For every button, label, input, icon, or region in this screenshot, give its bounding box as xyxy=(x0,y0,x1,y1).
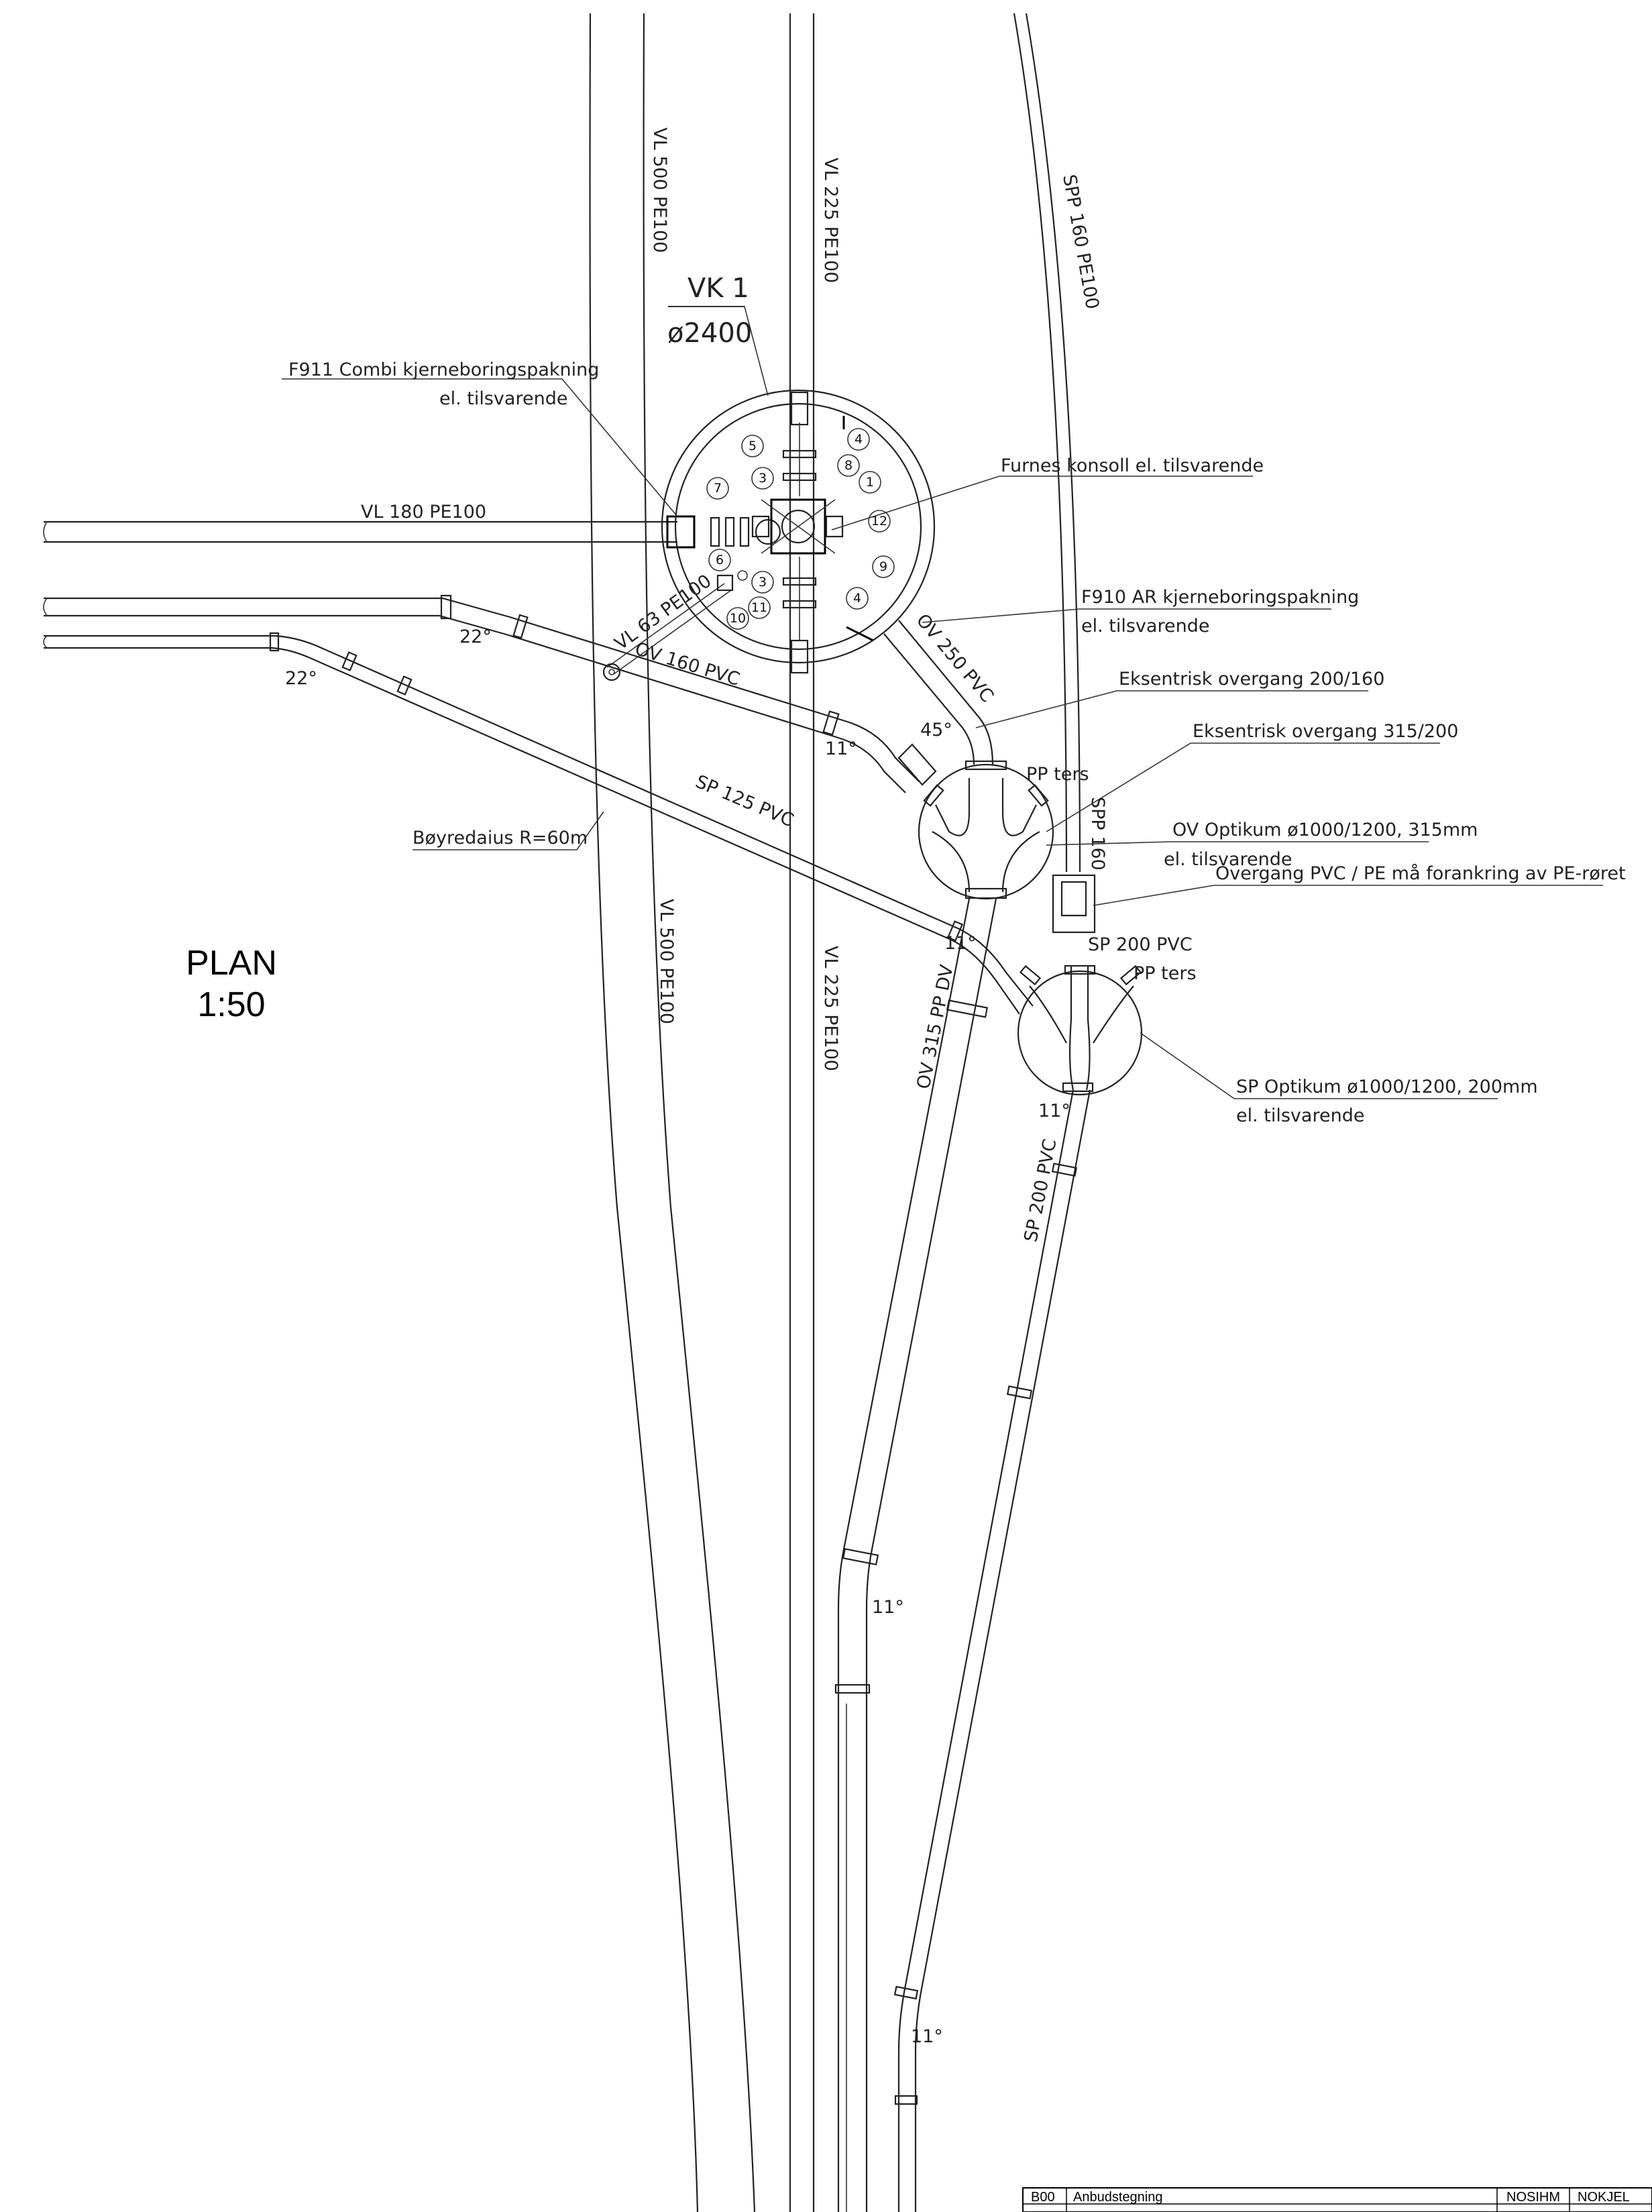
svg-text:7: 7 xyxy=(714,481,722,496)
label-sp125: SP 125 PVC xyxy=(692,771,796,831)
angle-labels: 22° 22° 11° 45° 11° 11° 11° 11° xyxy=(285,626,1070,2047)
angle-11-ov315: 11° xyxy=(872,1597,904,1618)
pipe-vl63 xyxy=(602,570,748,681)
manhole-vk1 xyxy=(661,389,936,674)
bubble-7: 7 xyxy=(706,477,729,500)
tb-revision: B00 xyxy=(1031,2190,1055,2205)
f911-label: F911 Combi kjerneboringspakning xyxy=(288,360,599,380)
label-ov250: OV 250 PVC xyxy=(912,610,998,707)
manhole-diameter: ø2400 xyxy=(667,318,752,349)
sp-optikum-manhole xyxy=(1017,964,1143,1096)
pipe-ov250 xyxy=(883,620,994,765)
ov-optikum-label: OV Optikum ø1000/1200, 315mm xyxy=(1172,820,1478,840)
svg-text:3: 3 xyxy=(759,575,767,590)
pipe-sp200 xyxy=(893,1089,1091,2212)
svg-text:9: 9 xyxy=(879,559,887,574)
svg-text:8: 8 xyxy=(844,458,852,473)
angle-11-sp-manhole: 11° xyxy=(1038,1101,1070,1121)
svg-text:11: 11 xyxy=(751,600,767,615)
svg-text:4: 4 xyxy=(855,432,863,447)
sp-optikum-label-sub: el. tilsvarende xyxy=(1236,1105,1364,1126)
pipe-vl225 xyxy=(789,13,815,2212)
pipe-ov315 xyxy=(834,898,997,2212)
bubble-5: 5 xyxy=(741,435,764,457)
bubble-8: 8 xyxy=(837,454,860,477)
f911-label-sub: el. tilsvarende xyxy=(439,388,567,409)
tb-checked-by: NOKJEL xyxy=(1578,2190,1630,2205)
pipe-ov160 xyxy=(43,594,920,793)
annotation-labels: VK 1 ø2400 F911 Combi kjerneboringspakni… xyxy=(288,273,1626,1126)
bubble-4-bottom: 4 xyxy=(846,587,869,610)
svg-text:3: 3 xyxy=(759,471,767,486)
tb-description: Anbudstegning xyxy=(1073,2190,1162,2205)
furnes-label: Furnes konsoll el. tilsvarende xyxy=(1001,455,1264,476)
f910-label-sub: el. tilsvarende xyxy=(1081,616,1209,637)
label-spp160-top: SPP 160 PE100 xyxy=(1058,173,1103,311)
boyeradius-label: Bøyredaius R=60m xyxy=(412,828,588,848)
plan-title: PLAN xyxy=(186,944,277,983)
tb-designed-by: NOSIHM xyxy=(1506,2190,1560,2205)
transition-box xyxy=(1052,874,1096,934)
pipe-spp160 xyxy=(1013,13,1081,873)
angle-11-ov160: 11° xyxy=(825,738,857,759)
label-sp200-top: SP 200 PVC xyxy=(1088,934,1193,955)
pp-ters-1-label: PP ters xyxy=(1026,764,1089,785)
svg-text:1: 1 xyxy=(866,475,874,490)
angle-11-sp200: 11° xyxy=(911,2026,943,2047)
ov-optikum-label-sub: el. tilsvarende xyxy=(1164,849,1292,870)
bubble-4-top: 4 xyxy=(847,428,870,451)
ov-optikum-manhole xyxy=(897,743,1054,900)
plan-heading: PLAN 1:50 xyxy=(186,944,277,1024)
bubble-3-bottom: 3 xyxy=(751,571,774,594)
pp-ters-2-label: PP ters xyxy=(1134,963,1197,984)
bubble-11: 11 xyxy=(748,596,771,619)
pipe-sp125 xyxy=(43,632,1034,1015)
svg-text:4: 4 xyxy=(853,591,861,606)
pipe-labels: VL 500 PE100 VL 500 PE100 VL 225 PE100 V… xyxy=(361,127,1193,1243)
leader-lines xyxy=(282,306,1603,1099)
bubble-1: 1 xyxy=(859,471,881,494)
eksentrisk-200-160-label: Eksentrisk overgang 200/160 xyxy=(1119,669,1384,689)
bubble-10: 10 xyxy=(726,607,749,630)
f910-label: F910 AR kjerneboringspakning xyxy=(1081,587,1359,608)
bubble-9: 9 xyxy=(872,555,895,578)
plan-scale: 1:50 xyxy=(197,985,265,1024)
label-vl180: VL 180 PE100 xyxy=(361,502,486,522)
label-vl225-bottom: VL 225 PE100 xyxy=(820,946,841,1071)
pipe-vl500 xyxy=(589,13,756,2212)
label-vl225-top: VL 225 PE100 xyxy=(820,158,841,283)
svg-text:10: 10 xyxy=(730,611,746,626)
label-vl500-top: VL 500 PE100 xyxy=(649,127,670,253)
svg-text:5: 5 xyxy=(749,439,757,453)
bubble-3-top: 3 xyxy=(751,467,774,490)
title-block: B00 Anbudstegning NOSIHM NOKJEL xyxy=(1022,2187,1652,2212)
svg-text:6: 6 xyxy=(716,553,724,567)
valve-number-bubbles: 4 5 3 8 1 7 12 6 9 3 4 11 10 xyxy=(706,428,895,630)
angle-22-lower: 22° xyxy=(285,668,317,689)
label-spp160: SPP 160 xyxy=(1087,797,1108,871)
label-ov315: OV 315 PP DV xyxy=(913,962,957,1091)
angle-45: 45° xyxy=(920,720,952,740)
overgang-label: Overgang PVC / PE må forankring av PE-rø… xyxy=(1215,863,1626,884)
label-vl500-bottom: VL 500 PE100 xyxy=(656,899,677,1024)
bubble-12: 12 xyxy=(868,510,891,533)
svg-text:12: 12 xyxy=(871,514,887,529)
angle-22-upper: 22° xyxy=(459,626,492,647)
angle-11-sp125: 11° xyxy=(944,933,977,954)
sp-optikum-label: SP Optikum ø1000/1200, 200mm xyxy=(1236,1076,1538,1097)
eksentrisk-315-200-label: Eksentrisk overgang 315/200 xyxy=(1193,721,1458,742)
bubble-6: 6 xyxy=(708,549,731,571)
manhole-name: VK 1 xyxy=(687,273,749,304)
